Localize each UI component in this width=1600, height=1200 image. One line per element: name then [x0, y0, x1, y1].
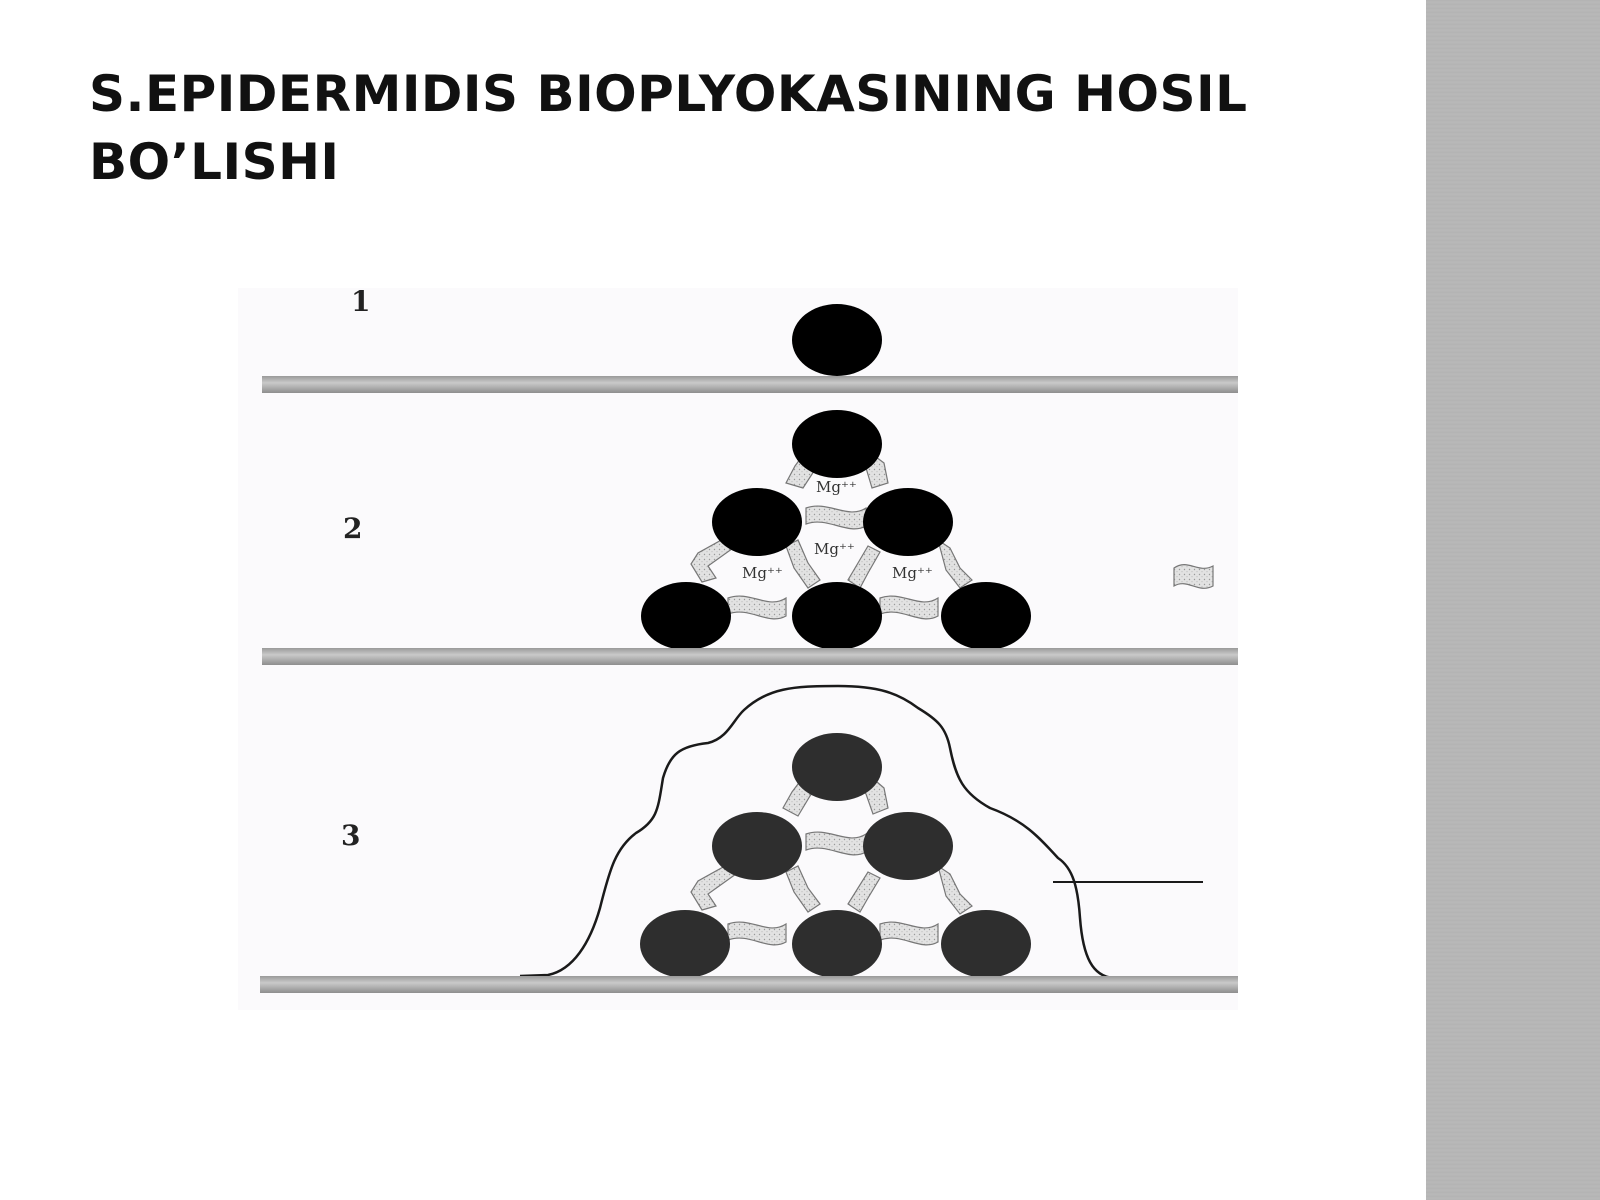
surface-3	[260, 976, 1238, 993]
bridge	[785, 865, 821, 913]
decorative-sidebar	[1426, 0, 1600, 1200]
bridge	[879, 921, 939, 946]
cell	[792, 733, 882, 801]
cell	[863, 488, 953, 556]
panel-label-2: 2	[343, 512, 362, 545]
surface-2	[262, 648, 1238, 665]
cell	[792, 910, 882, 978]
bridge	[937, 538, 973, 589]
surface-1	[262, 376, 1238, 393]
cell	[712, 812, 802, 880]
cell-cluster-2	[641, 410, 1031, 650]
cell	[792, 410, 882, 478]
adhesion-bridges-3	[690, 775, 973, 946]
bridge	[785, 539, 821, 589]
ion-label-top: Mg⁺⁺	[816, 478, 857, 496]
attached-cell	[792, 304, 882, 376]
cell-cluster-3	[640, 733, 1031, 978]
ion-label-left: Mg⁺⁺	[742, 564, 783, 582]
title-line-1: S.EPIDERMIDIS BIOPLYOKASINING HOSIL	[89, 65, 1248, 123]
panel-label-1: 1	[351, 288, 370, 318]
biofilm-formation-diagram: 1 2	[238, 288, 1238, 1010]
panel-label-3: 3	[341, 819, 360, 852]
bridge	[847, 871, 881, 913]
bridge	[727, 921, 787, 946]
slide-title: S.EPIDERMIDIS BIOPLYOKASINING HOSIL BO’L…	[89, 60, 1389, 196]
title-line-2: BO’LISHI	[89, 133, 340, 191]
bridge	[937, 864, 973, 915]
free-bridge-fragment	[1173, 563, 1214, 589]
bridge	[727, 595, 787, 620]
cell	[941, 582, 1031, 650]
panel-2: 2 Mg⁺⁺ Mg⁺⁺ Mg⁺⁺ Mg⁺	[262, 410, 1238, 665]
bridge	[690, 865, 738, 911]
ion-label-right: Mg⁺⁺	[892, 564, 933, 582]
cell	[641, 582, 731, 650]
panel-3: 3	[260, 684, 1238, 993]
cell	[863, 812, 953, 880]
cell	[941, 910, 1031, 978]
matrix-envelope	[519, 684, 1114, 980]
cell	[712, 488, 802, 556]
cell	[792, 582, 882, 650]
panel-1: 1	[262, 288, 1238, 393]
diagram-canvas: 1 2	[238, 288, 1238, 1010]
cell	[640, 910, 730, 978]
bridge	[879, 595, 939, 620]
ion-label-center: Mg⁺⁺	[814, 540, 855, 558]
